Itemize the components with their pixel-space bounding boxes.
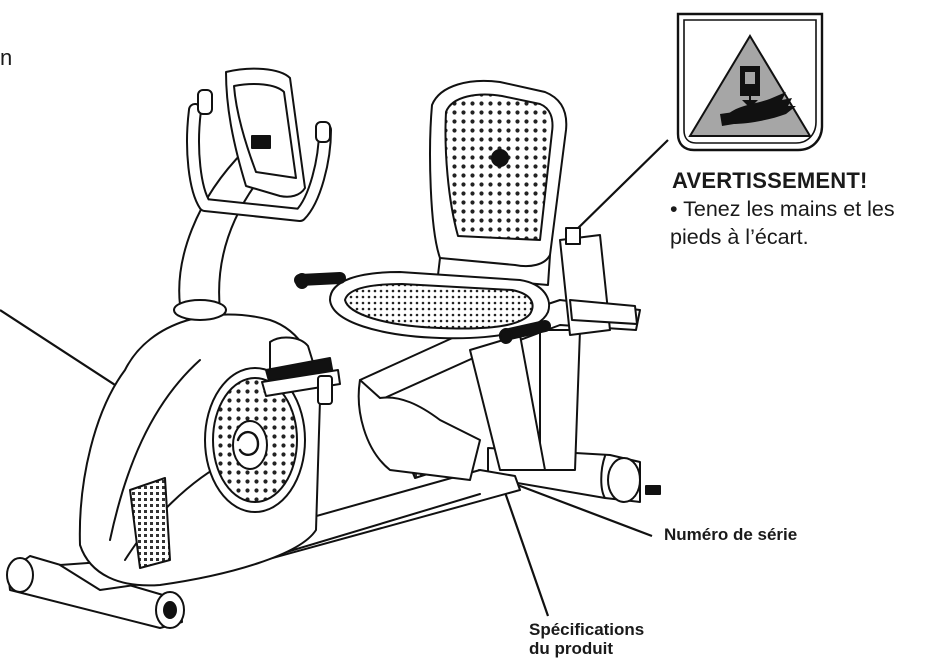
warning-title: AVERTISSEMENT! — [672, 168, 868, 193]
warning-text: • Tenez les mains et les pieds à l’écart… — [670, 197, 895, 249]
serial-number-label: Numéro de série — [664, 525, 798, 544]
hand-crush-warning-icon — [676, 12, 824, 152]
leader-line-specs — [498, 477, 550, 617]
edge-text-fragment: n — [0, 45, 13, 70]
product-specs-line-2: du produit — [529, 639, 614, 659]
leader-line-warning — [569, 139, 669, 237]
product-specs-line-1: Spécifications — [529, 620, 645, 639]
recumbent-bike-icon — [6, 67, 661, 629]
product-specs-label: Spécifications du produit — [529, 620, 644, 658]
